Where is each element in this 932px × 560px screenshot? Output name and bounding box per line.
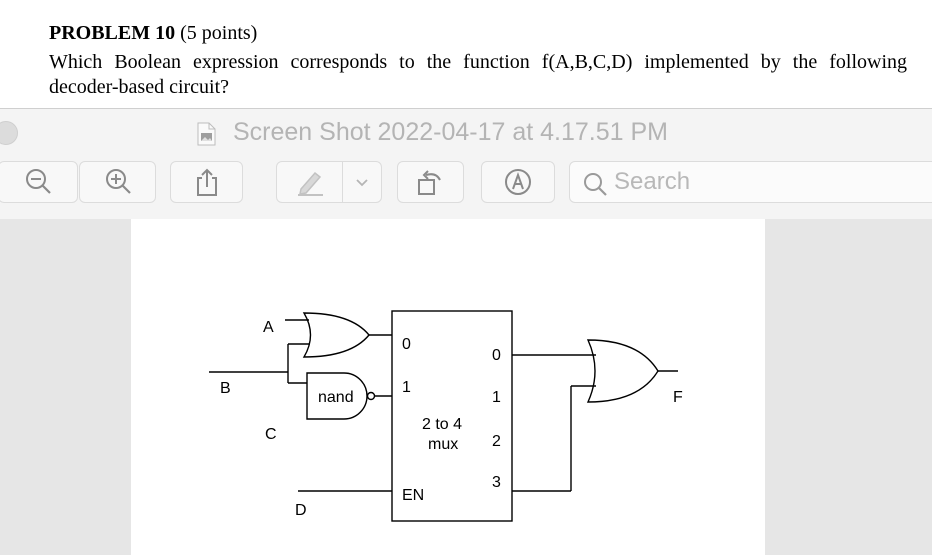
mux-input-1-label: 1 <box>402 379 411 396</box>
document-page: A B C D nand 0 1 2 to 4 mux EN 0 1 2 3 F <box>131 219 765 555</box>
rotate-button[interactable] <box>397 161 464 203</box>
search-input[interactable] <box>614 168 914 196</box>
markup-icon <box>503 167 533 197</box>
nand-gate-shape <box>306 372 368 420</box>
pen-icon <box>293 167 327 197</box>
mux-output-2-label: 2 <box>492 433 501 450</box>
mux-box <box>391 310 513 522</box>
mux-output-3-label: 3 <box>492 474 501 491</box>
mux-title-line2: mux <box>428 436 458 453</box>
window-title: Screen Shot 2022-04-17 at 4.17.51 PM <box>233 118 669 146</box>
document-icon <box>195 122 217 146</box>
output-or-gate-shape <box>586 339 659 403</box>
zoom-out-button[interactable] <box>0 161 78 203</box>
circuit-diagram: A B C D nand 0 1 2 to 4 mux EN 0 1 2 3 F <box>209 310 683 522</box>
nand-label: nand <box>318 389 354 406</box>
window-control-button[interactable] <box>0 121 18 145</box>
problem-points: (5 points) <box>175 22 258 44</box>
share-icon <box>194 167 220 197</box>
question-line-1: Which Boolean expression corresponds to … <box>49 51 907 73</box>
input-c-label: C <box>265 426 277 443</box>
mux-output-1-label: 1 <box>492 389 501 406</box>
input-a-label: A <box>263 319 274 336</box>
mux-enable-label: EN <box>402 487 424 504</box>
problem-statement: PROBLEM 10 (5 points) Which Boolean expr… <box>0 0 932 108</box>
problem-number: PROBLEM 10 <box>49 22 176 44</box>
mux-title-line1: 2 to 4 <box>422 416 462 433</box>
zoom-in-button[interactable] <box>79 161 156 203</box>
problem-title: PROBLEM 10 (5 points) <box>49 22 257 45</box>
document-canvas[interactable]: A B C D nand 0 1 2 to 4 mux EN 0 1 2 3 F <box>0 219 932 555</box>
question-line-2: decoder-based circuit? <box>49 76 230 98</box>
toolbar <box>0 157 932 220</box>
input-d-label: D <box>295 502 307 519</box>
search-field[interactable] <box>569 161 932 203</box>
output-f-label: F <box>673 389 683 406</box>
markup-toolbar-button[interactable] <box>481 161 555 203</box>
input-b-label: B <box>220 380 231 397</box>
zoom-out-icon <box>23 167 53 197</box>
mux-input-0-label: 0 <box>402 336 411 353</box>
or-gate-shape <box>302 312 370 358</box>
markup-pen-button[interactable] <box>276 161 343 203</box>
zoom-in-icon <box>103 167 133 197</box>
pen-options-dropdown[interactable] <box>342 161 382 203</box>
preview-window: Screen Shot 2022-04-17 at 4.17.51 PM <box>0 108 932 555</box>
title-bar[interactable]: Screen Shot 2022-04-17 at 4.17.51 PM <box>0 109 932 157</box>
chevron-down-icon <box>355 177 369 187</box>
mux-output-0-label: 0 <box>492 347 501 364</box>
rotate-icon <box>414 167 448 197</box>
share-button[interactable] <box>170 161 243 203</box>
